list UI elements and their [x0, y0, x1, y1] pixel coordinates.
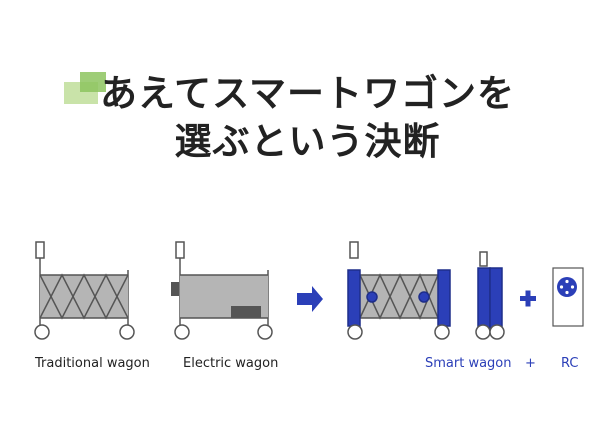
wagon-diagram	[34, 241, 584, 340]
smart-wagon-open	[347, 241, 451, 340]
traditional-wagon	[34, 241, 135, 340]
caption-electric-wagon: Electric wagon	[183, 356, 279, 371]
headline-line-2: 選ぶという決断	[174, 120, 441, 163]
caption-smart-wagon: Smart wagon	[425, 356, 512, 371]
caption-traditional-wagon: Traditional wagon	[35, 356, 150, 371]
remote-control-icon	[552, 267, 584, 327]
headline-accent-dark	[80, 72, 106, 92]
smart-wagon-folded	[475, 251, 505, 340]
right-arrow-icon	[297, 286, 323, 312]
caption-plus: +	[525, 356, 536, 371]
plus-icon	[520, 290, 536, 307]
headline-line-1: あえてスマートワゴンを	[99, 72, 516, 115]
electric-wagon	[171, 241, 273, 340]
caption-rc: RC	[561, 356, 579, 371]
headline: あえてスマートワゴンを 選ぶという決断	[0, 70, 615, 166]
